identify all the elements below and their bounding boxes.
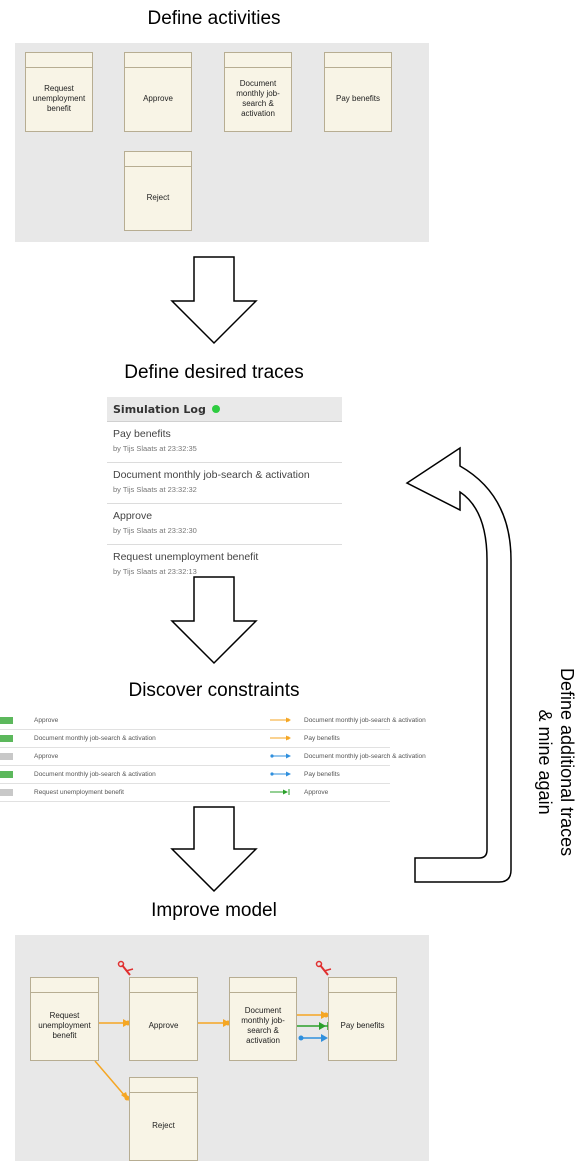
constraint-row[interactable]: Request unemployment benefit Approve <box>0 784 390 802</box>
simulation-log-title: Simulation Log <box>113 402 206 416</box>
response-arrow-icon <box>270 753 291 759</box>
status-swatch <box>0 771 13 778</box>
status-dot-icon <box>211 405 220 413</box>
activity-request-unemployment-benefit[interactable]: Request unemployment benefit <box>25 52 93 132</box>
constraint-source: Document monthly job-search & activation <box>34 771 156 778</box>
constraints-list: Approve Document monthly job-search & ac… <box>0 712 426 804</box>
constraint-row[interactable]: Document monthly job-search & activation… <box>0 766 390 784</box>
log-entry[interactable]: Request unemployment benefit by Tijs Sla… <box>107 545 342 586</box>
log-entry-activity: Pay benefits <box>113 428 171 440</box>
feedback-label-line2: & mine again <box>535 709 555 815</box>
status-swatch <box>0 753 13 760</box>
step-title-discover-constraints: Discover constraints <box>128 680 300 701</box>
improved-model-panel: Request unemployment benefit Approve Doc… <box>15 935 429 1161</box>
feedback-label-text: Define additional traces & mine again <box>534 668 578 856</box>
log-entry[interactable]: Pay benefits by Tijs Slaats at 23:32:35 <box>107 422 342 463</box>
activity-pay-benefits[interactable]: Pay benefits <box>324 52 392 132</box>
simulation-log: Simulation Log Pay benefits by Tijs Slaa… <box>107 397 342 576</box>
condition-arrow-icon <box>270 735 291 741</box>
activity-approve[interactable]: Approve <box>124 52 192 132</box>
step-title-improve-model: Improve model <box>151 900 277 921</box>
constraint-target: Pay benefits <box>304 771 340 778</box>
activity-document-monthly[interactable]: Document monthly job-search & activation <box>224 52 292 132</box>
activity-reject[interactable]: Reject <box>129 1077 198 1161</box>
log-entry-meta: by Tijs Slaats at 23:32:13 <box>113 567 197 576</box>
activity-label: Request unemployment benefit <box>38 1011 91 1040</box>
constraint-source: Approve <box>34 717 59 724</box>
activity-label: Reject <box>152 1121 175 1130</box>
activity-pay-benefits[interactable]: Pay benefits <box>328 977 397 1061</box>
activity-reject[interactable]: Reject <box>124 151 192 231</box>
step-title-define-traces: Define desired traces <box>124 362 304 383</box>
activities-panel: Request unemployment benefit Approve Doc… <box>15 43 429 242</box>
activity-document-monthly[interactable]: Document monthly job-search & activation <box>229 977 297 1061</box>
constraint-target: Pay benefits <box>304 735 340 742</box>
response-arrow-icon <box>270 771 291 777</box>
constraint-row[interactable]: Document monthly job-search & activation… <box>0 730 390 748</box>
include-arrow-icon <box>270 789 290 795</box>
activity-label: Pay benefits <box>340 1021 385 1030</box>
constraint-target: Document monthly job-search & activation <box>304 753 426 760</box>
constraint-source: Request unemployment benefit <box>34 789 124 796</box>
simulation-log-header: Simulation Log <box>107 397 342 422</box>
activity-label: Pay benefits <box>335 94 381 103</box>
constraint-row[interactable]: Approve Document monthly job-search & ac… <box>0 712 426 730</box>
log-entry-activity: Document monthly job-search & activation <box>113 469 310 481</box>
activity-label: Reject <box>146 193 170 202</box>
log-entry[interactable]: Approve by Tijs Slaats at 23:32:30 <box>107 504 342 545</box>
constraint-source: Document monthly job-search & activation <box>34 735 156 742</box>
constraint-target: Document monthly job-search & activation <box>304 717 426 724</box>
constraint-row[interactable]: Approve Document monthly job-search & ac… <box>0 748 426 766</box>
condition-arrow-icon <box>270 717 291 723</box>
status-swatch <box>0 789 13 796</box>
log-entry-meta: by Tijs Slaats at 23:32:30 <box>113 526 197 535</box>
log-entry-activity: Approve <box>113 510 153 522</box>
activity-request-unemployment-benefit[interactable]: Request unemployment benefit <box>30 977 99 1061</box>
activity-label: Document monthly job-search & activation <box>241 1006 285 1045</box>
exclusion-marker-icon <box>315 960 332 976</box>
status-swatch <box>0 717 13 724</box>
exclusion-marker-icon <box>117 960 134 976</box>
activity-label: Document monthly job-search & activation <box>236 79 280 118</box>
feedback-loop-arrow-icon <box>405 446 512 883</box>
activity-label: Approve <box>148 1021 179 1030</box>
log-entry[interactable]: Document monthly job-search & activation… <box>107 463 342 504</box>
activity-approve[interactable]: Approve <box>129 977 198 1061</box>
log-entry-meta: by Tijs Slaats at 23:32:32 <box>113 485 197 494</box>
log-entry-meta: by Tijs Slaats at 23:32:35 <box>113 444 197 453</box>
log-entry-activity: Request unemployment benefit <box>113 551 259 563</box>
down-arrow-icon <box>170 806 258 893</box>
activity-label: Request unemployment benefit <box>32 84 86 113</box>
status-swatch <box>0 735 13 742</box>
down-arrow-icon <box>170 256 258 345</box>
down-arrow-icon <box>170 576 258 665</box>
activity-label: Approve <box>143 94 173 103</box>
step-title-define-activities: Define activities <box>147 8 281 29</box>
feedback-label-line1: Define additional traces <box>557 668 577 857</box>
constraint-target: Approve <box>304 789 329 796</box>
constraint-source: Approve <box>34 753 59 760</box>
